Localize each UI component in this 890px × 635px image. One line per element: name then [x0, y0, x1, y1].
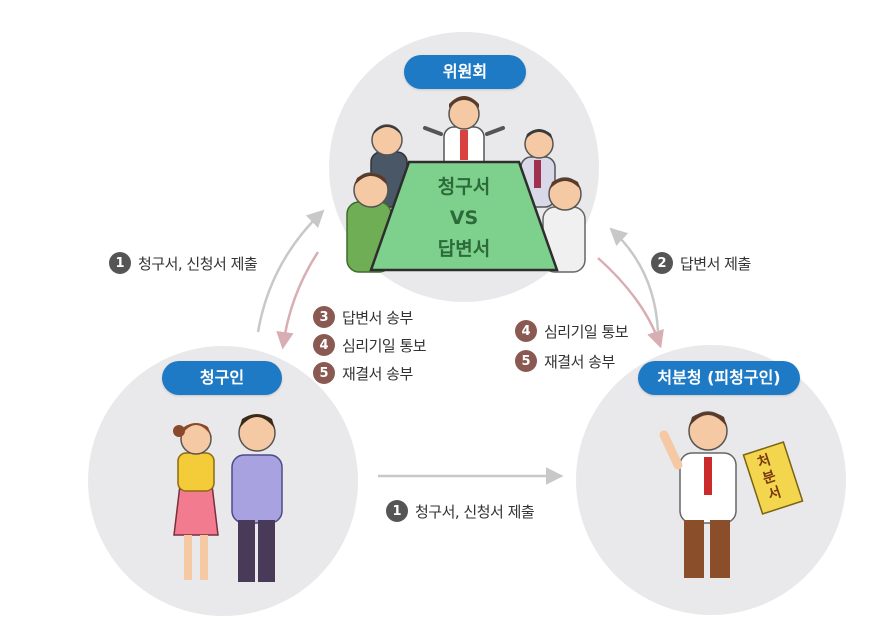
step-number: 4 — [313, 334, 335, 356]
step-text: 심리기일 통보 — [544, 322, 629, 341]
agency-illustration — [659, 411, 804, 578]
step-to-claimant-3: 3 답변서 송부 — [313, 306, 413, 328]
table-text: 청구서 VS 답변서 — [424, 172, 504, 265]
table-text-line2: VS — [449, 207, 479, 229]
arrow-agency-to-committee — [609, 227, 660, 333]
committee-label: 위원회 — [404, 55, 526, 89]
step-number: 1 — [109, 252, 131, 274]
step-number: 1 — [386, 500, 408, 522]
step-text: 답변서 제출 — [680, 254, 751, 273]
arrow-committee-to-agency — [597, 257, 664, 349]
committee-illustration — [346, 96, 586, 273]
agency-label: 처분청 (피청구인) — [638, 361, 800, 395]
person-chair-icon — [423, 96, 505, 173]
claimant-label: 청구인 — [162, 361, 282, 395]
step-number: 2 — [651, 252, 673, 274]
step-to-claimant-4: 4 심리기일 통보 — [313, 334, 427, 356]
step-text: 청구서, 신청서 제출 — [138, 254, 258, 273]
step-text: 청구서, 신청서 제출 — [415, 502, 535, 521]
step-number: 4 — [515, 320, 537, 342]
claimant-illustration — [173, 414, 283, 582]
step-left-up: 1 청구서, 신청서 제출 — [109, 252, 258, 274]
person-right-front-icon — [542, 177, 586, 273]
step-number: 5 — [515, 350, 537, 372]
arrow-committee-to-claimant — [276, 251, 320, 350]
step-to-claimant-5: 5 재결서 송부 — [313, 362, 413, 384]
step-right-up: 2 답변서 제출 — [651, 252, 751, 274]
step-text: 재결서 송부 — [342, 364, 413, 383]
step-bottom: 1 청구서, 신청서 제출 — [386, 500, 535, 522]
table-text-line3: 답변서 — [437, 238, 491, 260]
step-number: 3 — [313, 306, 335, 328]
step-text: 재결서 송부 — [544, 352, 615, 371]
document-icon — [742, 441, 804, 515]
meeting-table — [369, 160, 559, 272]
step-text: 심리기일 통보 — [342, 336, 427, 355]
step-text: 답변서 송부 — [342, 308, 413, 327]
man-icon — [231, 414, 283, 582]
step-to-agency-4: 4 심리기일 통보 — [515, 320, 629, 342]
step-to-agency-5: 5 재결서 송부 — [515, 350, 615, 372]
table-text-line1: 청구서 — [437, 176, 491, 198]
official-icon — [659, 411, 737, 578]
step-number: 5 — [313, 362, 335, 384]
arrow-claimant-to-committee — [256, 209, 325, 333]
woman-icon — [173, 423, 219, 580]
